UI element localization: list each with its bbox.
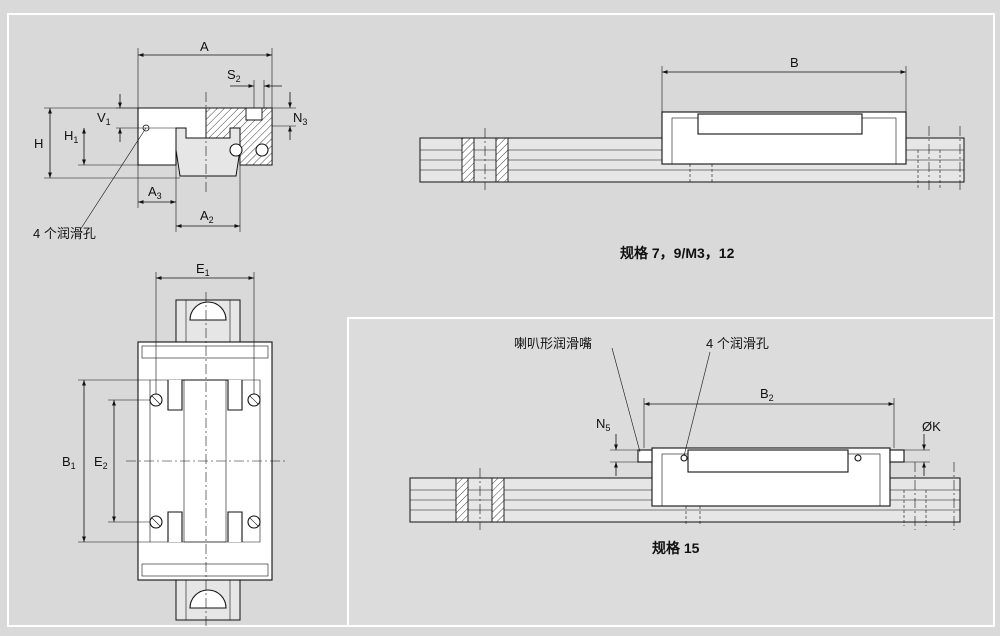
- label-funnel-nipple: 喇叭形润滑嘴: [514, 336, 592, 351]
- ball-right: [255, 143, 269, 157]
- screw-tr-x: [249, 395, 259, 405]
- carriage-15-top-plate: [687, 449, 849, 473]
- label-a2: A2: [200, 208, 214, 225]
- label-a3: A3: [148, 184, 162, 201]
- label-e2: E2: [94, 454, 108, 471]
- screw-bl-x: [151, 517, 161, 527]
- label-e1: E1: [196, 261, 210, 278]
- label-lube-holes-right: 4 个润滑孔: [706, 336, 769, 351]
- label-n3: N3: [293, 110, 307, 127]
- carriage-small-top-plate: [697, 113, 863, 135]
- leader-funnel-nipple: [611, 347, 641, 453]
- rail15-bore-hatch-right: [491, 477, 505, 523]
- screw-br-x: [249, 517, 259, 527]
- label-s2: S2: [227, 67, 241, 84]
- funnel-nipple-left: [637, 449, 653, 463]
- leader-lube-holes-left: [79, 127, 147, 231]
- label-h1: H1: [64, 128, 78, 145]
- rail-section: [175, 127, 241, 177]
- carriage-center-block: [167, 379, 243, 542]
- label-n5: N5: [596, 416, 610, 433]
- rail-bore-hatch-left: [461, 137, 475, 183]
- rail15-bore-hatch-left: [455, 477, 469, 523]
- funnel-nipple-right: [889, 449, 905, 463]
- rail-hole-bottom: [189, 589, 227, 609]
- caption-sizes-small: 规格 7，9/M3，12: [620, 245, 735, 261]
- label-v1: V1: [97, 110, 111, 127]
- side-view-size15: B2 N5 ØK 喇叭形润滑嘴 4 个润滑孔 规格 15: [409, 336, 961, 556]
- cross-section-view: A S2 N3 V1 H H1 A3 A2: [33, 39, 307, 241]
- rail-bore-hatch-right: [495, 137, 509, 183]
- label-b2: B2: [760, 386, 774, 403]
- caption-size-15: 规格 15: [652, 540, 700, 556]
- endcap-bottom: [141, 563, 269, 577]
- ball-left: [229, 143, 243, 157]
- endcap-top: [141, 345, 269, 359]
- rail-hole-top: [189, 301, 227, 321]
- label-b1: B1: [62, 454, 76, 471]
- top-view: E1 B1 E2: [62, 261, 288, 628]
- side-view-small: B 规格 7，9/M3，12: [419, 55, 965, 261]
- screw-tl-x: [151, 395, 161, 405]
- label-a: A: [200, 39, 209, 54]
- label-lube-holes-left: 4 个润滑孔: [33, 226, 96, 241]
- label-h: H: [34, 136, 43, 151]
- label-b: B: [790, 55, 799, 70]
- lube-hole-15-right: [854, 454, 862, 462]
- label-ok: ØK: [922, 419, 941, 434]
- leader-lube-holes-right: [683, 351, 711, 457]
